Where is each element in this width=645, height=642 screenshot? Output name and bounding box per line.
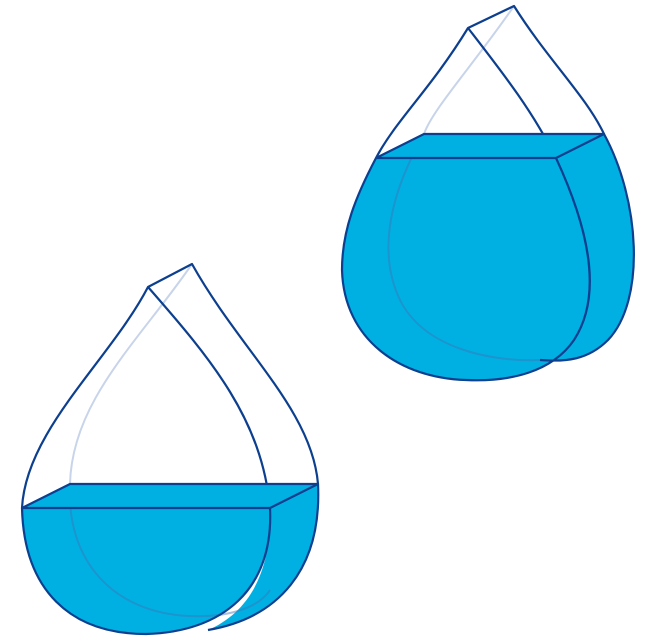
drop-3d-upper (342, 6, 634, 380)
water-surface-edges (22, 484, 318, 508)
water-front-body (342, 158, 590, 380)
drop-3d-lower (22, 264, 318, 634)
